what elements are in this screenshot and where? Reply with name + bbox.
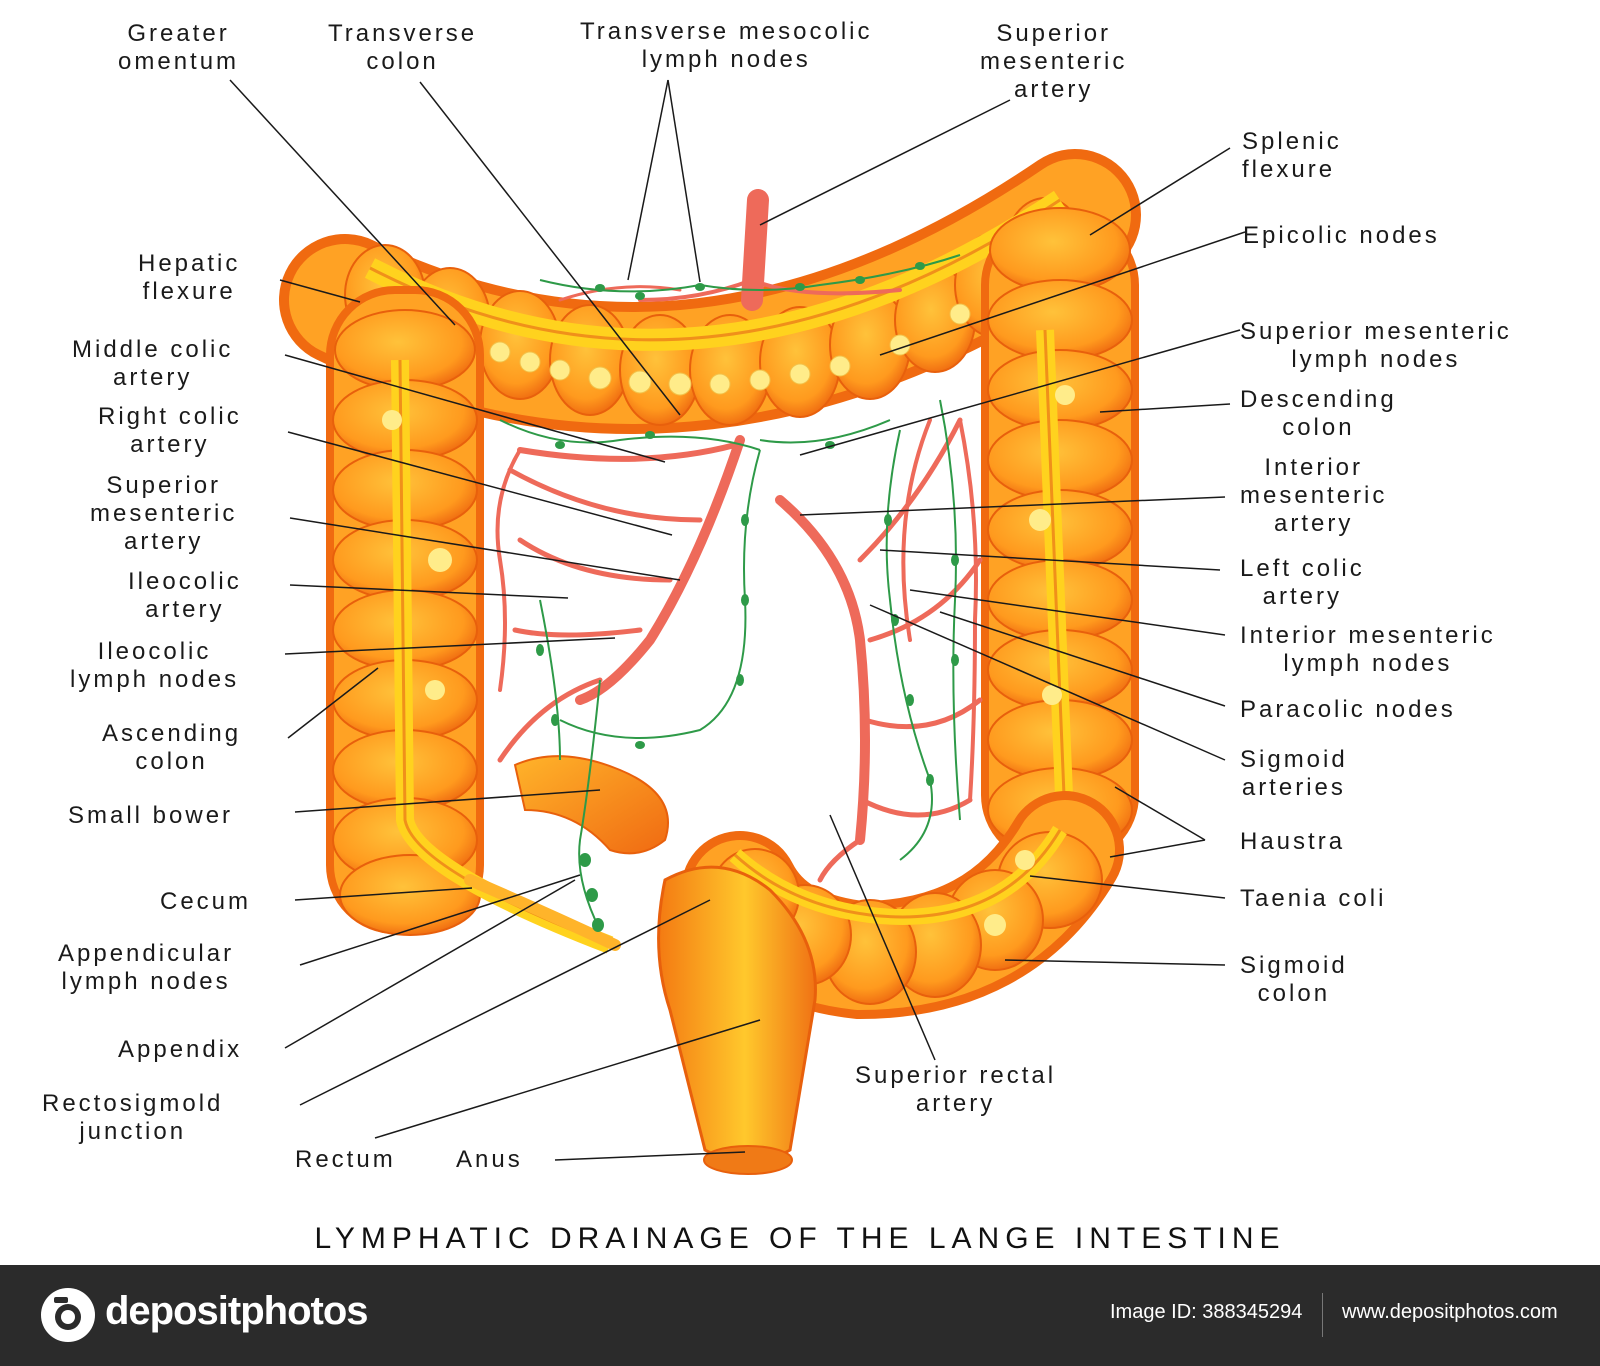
label-transverse-mesocolic-lymph-nodes: Transverse mesocolic lymph nodes <box>580 18 873 73</box>
label-haustra: Haustra <box>1240 828 1346 855</box>
label-rectosigmold-junction: Rectosigmold junction <box>42 1090 224 1145</box>
label-superior-mesenteric-lymph-nodes: Superior mesenteric lymph nodes <box>1240 318 1512 373</box>
label-appendix: Appendix <box>118 1036 243 1063</box>
label-appendicular-lymph-nodes: Appendicular lymph nodes <box>58 940 235 995</box>
appendix-shape <box>464 874 621 951</box>
small-bowel-shape <box>513 755 669 855</box>
artery-network <box>495 189 983 883</box>
label-hepatic-flexure: Hepatic flexure <box>138 250 241 305</box>
label-cecum: Cecum <box>160 888 252 915</box>
label-small-bower: Small bower <box>68 802 234 829</box>
descending-colon-shape <box>981 207 1139 864</box>
label-rectum: Rectum <box>295 1146 396 1173</box>
diagram-title: LYMPHATIC DRAINAGE OF THE LANGE INTESTIN… <box>314 1222 1286 1255</box>
label-taenia-coli: Taenia coli <box>1240 885 1387 912</box>
label-ileocolic-lymph-nodes: Ileocolic lymph nodes <box>70 638 240 693</box>
label-superior-mesenteric-artery-left: Superior mesenteric artery <box>90 472 238 555</box>
label-interior-mesenteric-lymph-nodes: Interior mesenteric lymph nodes <box>1240 622 1496 677</box>
footer-divider <box>1322 1293 1323 1337</box>
image-id: Image ID: 388345294 <box>1110 1301 1303 1323</box>
colon-lymphatic-diagram <box>229 79 1246 1175</box>
label-superior-rectal-artery: Superior rectal artery <box>855 1062 1057 1117</box>
label-sigmoid-colon: Sigmoid colon <box>1240 952 1348 1007</box>
camera-logo-icon <box>41 1288 95 1342</box>
lymph-nodes <box>536 262 959 932</box>
label-ileocolic-artery: Ileocolic artery <box>128 568 242 623</box>
label-transverse-colon: Transverse colon <box>328 20 478 75</box>
label-interior-mesenteric-artery: Interior mesenteric artery <box>1240 454 1388 537</box>
label-splenic-flexure: Splenic flexure <box>1242 128 1342 183</box>
brand-name: depositphotos <box>105 1289 369 1333</box>
label-ascending-colon: Ascending colon <box>102 720 242 775</box>
leader-lines <box>229 79 1246 1161</box>
site-url[interactable]: www.depositphotos.com <box>1342 1301 1558 1323</box>
label-superior-mesenteric-artery-top: Superior mesenteric artery <box>980 20 1128 103</box>
label-epicolic-nodes: Epicolic nodes <box>1243 222 1440 249</box>
footer-bar: depositphotos Image ID: 388345294 www.de… <box>0 1265 1600 1366</box>
label-middle-colic-artery: Middle colic artery <box>72 336 234 391</box>
label-paracolic-nodes: Paracolic nodes <box>1240 696 1456 723</box>
ascending-colon-shape <box>326 286 614 954</box>
label-descending-colon: Descending colon <box>1240 386 1397 441</box>
label-sigmoid-arteries: Sigmoid arteries <box>1240 746 1348 801</box>
label-greater-omentum: Greater omentum <box>118 20 240 75</box>
label-right-colic-artery: Right colic artery <box>98 403 242 458</box>
label-anus: Anus <box>456 1146 523 1173</box>
label-left-colic-artery: Left colic artery <box>1240 555 1365 610</box>
